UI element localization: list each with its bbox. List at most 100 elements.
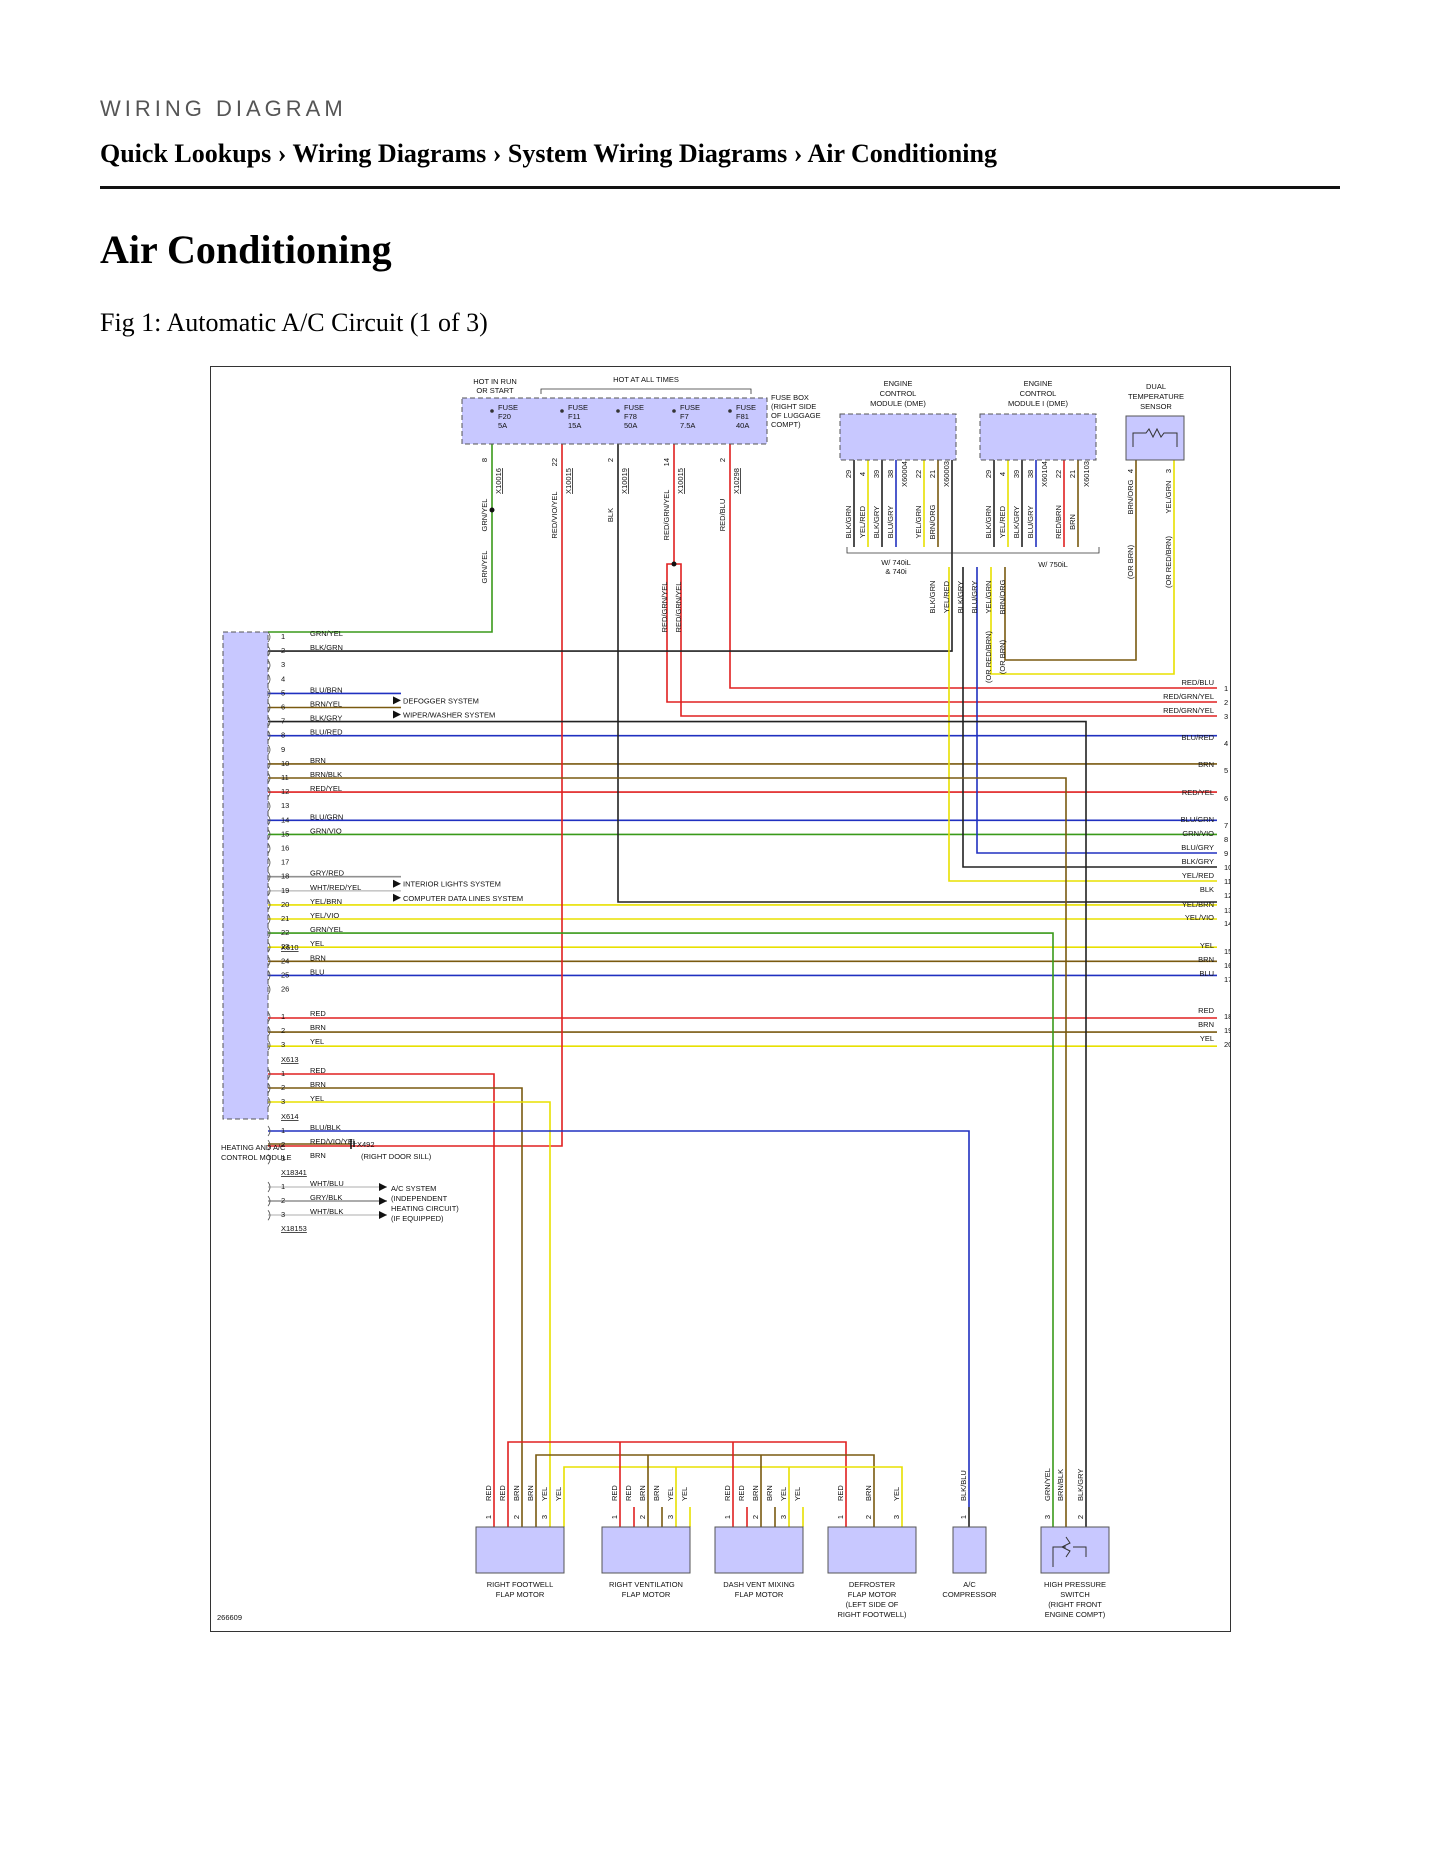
arrow-icon [393, 696, 401, 705]
engine-control-module-label: CONTROL [880, 389, 917, 398]
connector-id: X18341 [281, 1168, 307, 1177]
connector-id: X10015 [564, 468, 573, 494]
pin-number: 23 [281, 942, 289, 951]
fuse-terminal [490, 409, 494, 413]
component-name-label: DEFROSTER [849, 1580, 896, 1589]
wire-color-label: RED [624, 1485, 633, 1501]
wire-color-label: BRN [765, 1485, 774, 1501]
wire-color-label: BRN [310, 1023, 326, 1032]
wire-color-label: BRN/YEL [310, 700, 342, 709]
wire-color-label: BRN [751, 1485, 760, 1501]
wire-color-label: BRN [1198, 955, 1214, 964]
pin-terminal [267, 970, 271, 981]
pin-number: 4 [998, 472, 1007, 476]
pin-terminal [267, 871, 271, 882]
breadcrumb-item[interactable]: Quick Lookups [100, 139, 272, 168]
component-name-label: FLAP MOTOR [622, 1590, 671, 1599]
wire-color-label: BLU/RED [1181, 733, 1214, 742]
wire-color-label: RED/VIO/YEL [550, 491, 559, 538]
wire-color-label: BLK/GRY [1182, 857, 1214, 866]
arrow-icon [393, 893, 401, 902]
ground-id: X492 [357, 1140, 375, 1149]
engine-control-module-i-label: ENGINE [1024, 379, 1053, 388]
wire-color-label: BRN [638, 1485, 647, 1501]
fuse-terminal [560, 409, 564, 413]
fuse-terminal [672, 409, 676, 413]
pin-number: 2 [864, 1515, 873, 1519]
pin-number: 7 [281, 717, 285, 726]
pin-number: 4 [858, 472, 867, 476]
component-name-label: SWITCH [1060, 1590, 1090, 1599]
pin-number: 14 [662, 458, 671, 466]
wire-color-label: GRN/VIO [310, 826, 342, 835]
pin-terminal [267, 1195, 271, 1207]
pin-terminal [267, 772, 271, 784]
pin-number: 2 [281, 1196, 285, 1205]
fuse-box-label: FUSE BOX [771, 393, 809, 402]
wire-color-label: BRN/BLK [1056, 1469, 1065, 1501]
wire-color-label: GRN/YEL [310, 629, 343, 638]
breadcrumb-item[interactable]: Wiring Diagrams [292, 139, 487, 168]
pin-number: 1 [484, 1515, 493, 1519]
wire [729, 444, 1217, 689]
wire-color-label: (OR BRN) [998, 639, 1007, 674]
pin-number: 3 [281, 1040, 285, 1049]
ac-system-label: (IF EQUIPPED) [391, 1214, 444, 1223]
breadcrumb-item[interactable]: Air Conditioning [807, 139, 997, 168]
fuse-id: F11 [568, 412, 580, 421]
variant-label: W/ 740iL [881, 558, 911, 567]
wire [268, 444, 493, 633]
module-name-label: CONTROL MODULE [221, 1153, 292, 1162]
wire-color-label: BLU [310, 967, 325, 976]
wire-color-label: RED/GRN/YEL [660, 582, 669, 633]
wire-color-label: BRN [310, 953, 326, 962]
wire-color-label: BLU/BLK [310, 1123, 341, 1132]
breadcrumb-item[interactable]: System Wiring Diagrams [507, 139, 788, 168]
breadcrumb-separator: › [492, 139, 502, 168]
pin-number: 6 [281, 703, 285, 712]
wire-color-label: RED/GRN/YEL [1163, 692, 1214, 701]
wire-color-label: YEL [1200, 941, 1214, 950]
pin-number: 22 [281, 928, 289, 937]
engine-control-module-i [979, 413, 1097, 461]
fuse-terminal [616, 409, 620, 413]
reference-number: 2 [1224, 698, 1228, 707]
reference-number: 4 [1224, 739, 1228, 748]
pin-number: 39 [1012, 470, 1021, 478]
pin-terminal [267, 857, 271, 868]
pin-number: 3 [281, 1097, 285, 1106]
fuse-id: F78 [624, 412, 637, 421]
pin-number: 17 [281, 858, 289, 867]
pressure-switch-symbol [1052, 1536, 1087, 1567]
wire-color-label: YEL [680, 1487, 689, 1501]
pin-terminal [267, 815, 271, 826]
wire-color-label: RED/VIO/YEL [310, 1137, 357, 1146]
reference-number: 1 [1224, 684, 1228, 693]
pin-number: 3 [1164, 469, 1173, 473]
system-reference-label: DEFOGGER SYSTEM [403, 696, 479, 705]
pin-number: 14 [281, 815, 289, 824]
ground-icon [350, 1139, 355, 1149]
wire-color-label: WHT/BLK [310, 1207, 343, 1216]
bracket [846, 547, 1100, 554]
wire-color-label: BLK/GRN [928, 581, 937, 614]
pin-number: 29 [984, 470, 993, 478]
pin-number: 1 [281, 1069, 285, 1078]
arrow-icon [393, 879, 401, 888]
pin-number: 1 [610, 1515, 619, 1519]
arrow-icon [393, 710, 401, 719]
component-name-label: COMPRESSOR [942, 1590, 997, 1599]
pin-number: 1 [836, 1515, 845, 1519]
fuse-box [461, 397, 768, 445]
wire-color-label: GRN/YEL [1043, 1468, 1052, 1501]
wire-color-label: RED/GRN/YEL [1163, 706, 1214, 715]
arrow-icon [379, 1197, 387, 1205]
fuse-label: FUSE [568, 403, 588, 412]
pin-terminal [267, 1153, 271, 1165]
engine-control-module-i-label: CONTROL [1020, 389, 1057, 398]
pin-number: 21 [928, 470, 937, 478]
pin-number: 39 [872, 470, 881, 478]
pin-terminal [267, 716, 271, 727]
wire-color-label: BRN [1198, 760, 1214, 769]
